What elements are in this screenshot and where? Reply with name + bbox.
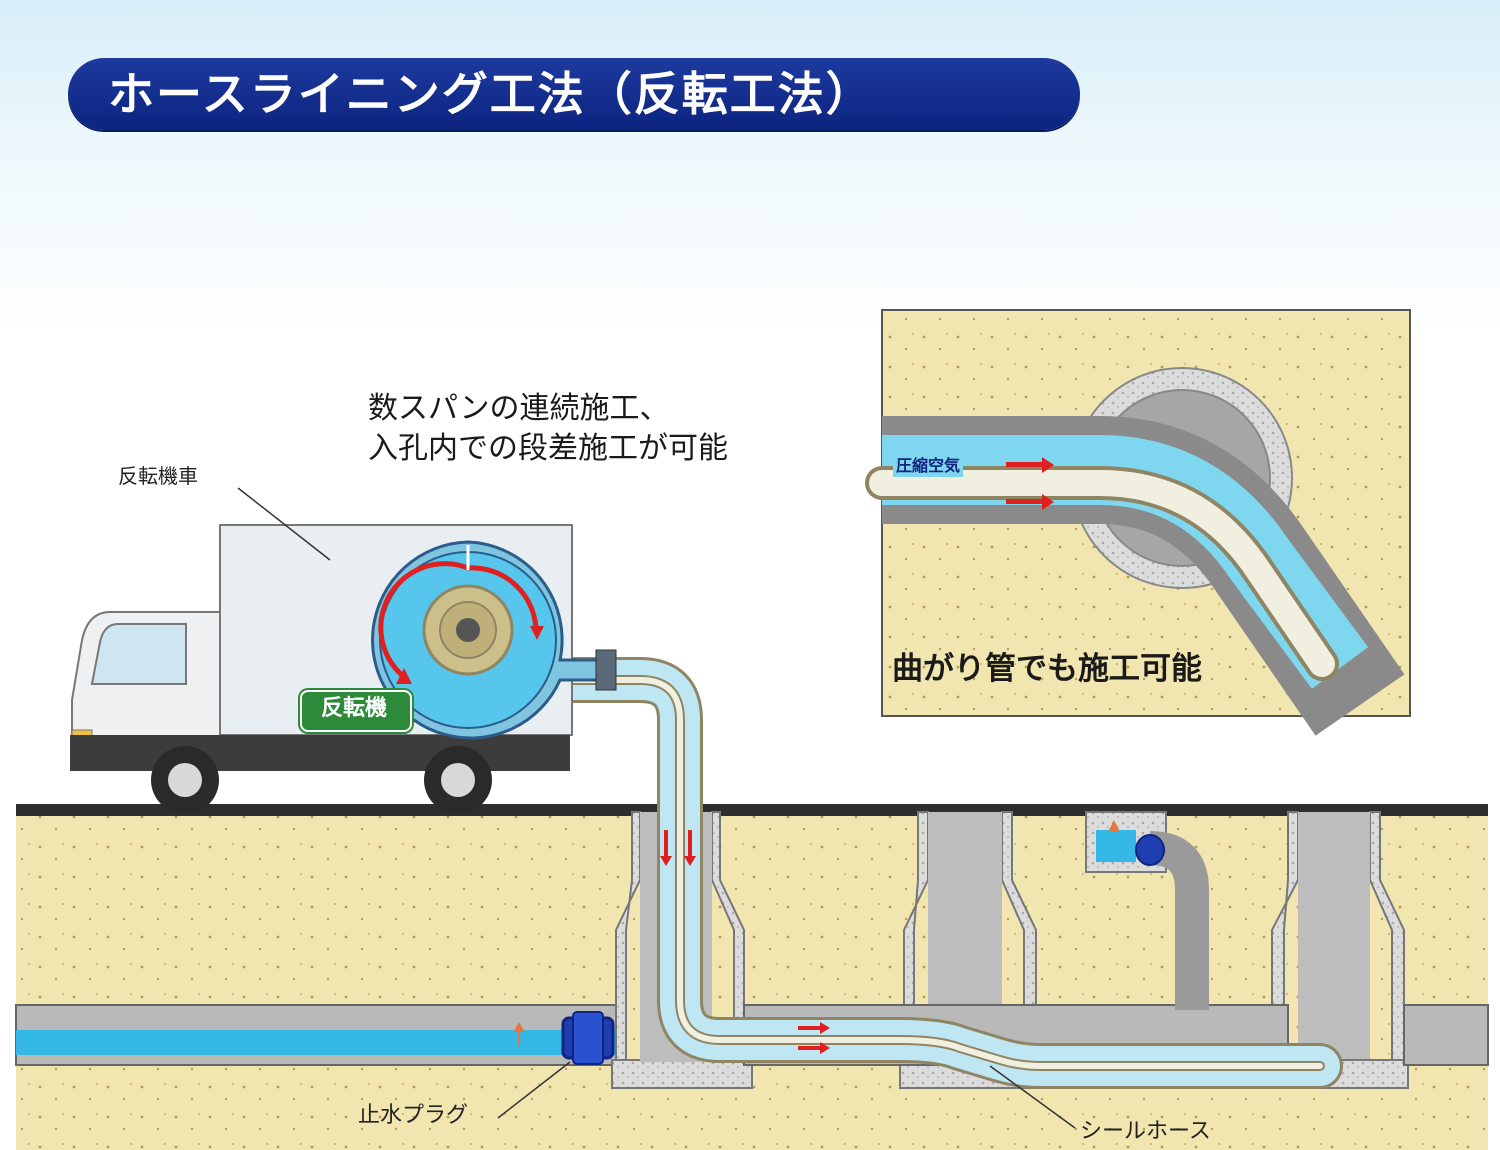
compressed-air-label: 圧縮空気 bbox=[893, 451, 963, 477]
feature-text-line-2: 入孔内での段差施工が可能 bbox=[368, 423, 728, 467]
road-surface bbox=[16, 804, 1488, 816]
feature-text-line-1: 数スパンの連続施工、 bbox=[368, 383, 670, 427]
soil-ground bbox=[16, 812, 1488, 1150]
sewer-pipe-left bbox=[16, 1005, 616, 1065]
reverser-label: 反転機 bbox=[300, 690, 408, 728]
sewer-pipe-right bbox=[1404, 1005, 1488, 1065]
inset-caption: 曲がり管でも施工可能 bbox=[892, 643, 1202, 688]
stop-plug-label: 止水プラグ bbox=[358, 1097, 468, 1129]
seal-hose-label: シールホース bbox=[1080, 1113, 1211, 1145]
truck-label: 反転機車 bbox=[118, 460, 198, 489]
